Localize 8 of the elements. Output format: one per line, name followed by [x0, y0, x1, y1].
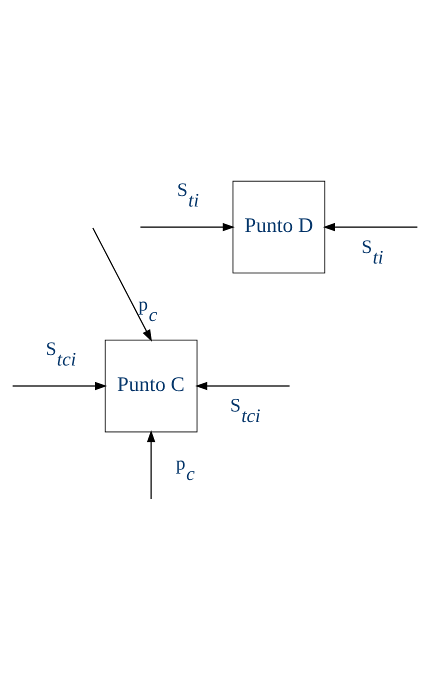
node-box: Punto D — [232, 180, 326, 273]
arrow — [146, 430, 156, 498]
arrow — [322, 222, 418, 231]
node-box: Punto C — [104, 339, 198, 432]
arrow — [92, 227, 152, 342]
arrow — [140, 222, 235, 231]
arrow — [12, 381, 108, 390]
arrow — [195, 381, 290, 390]
